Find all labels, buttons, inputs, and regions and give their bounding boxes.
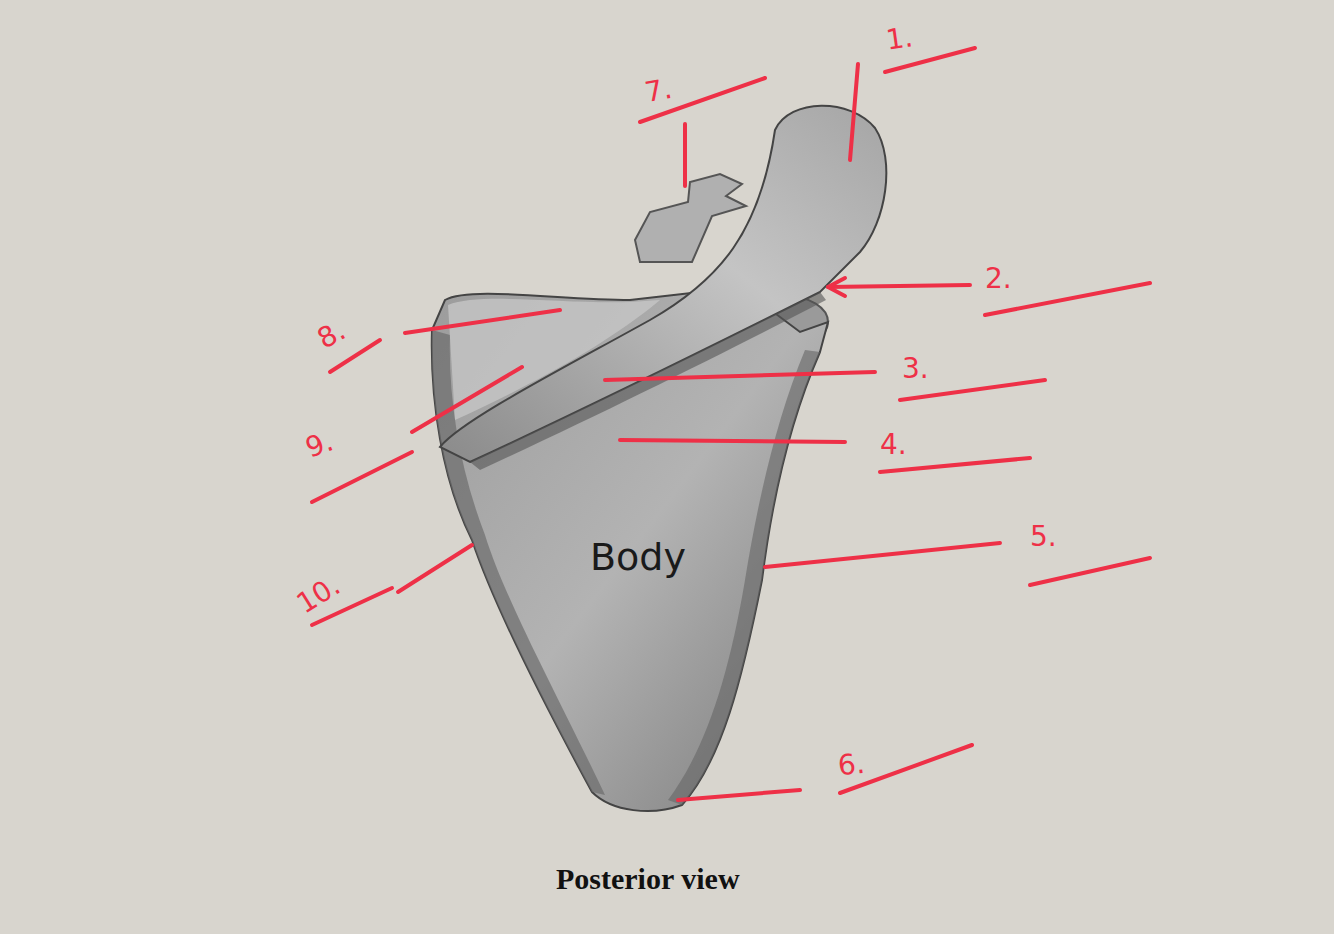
callout-number: 9. (301, 424, 337, 464)
callout-number: 1. (884, 20, 915, 56)
callout-number: 2. (985, 262, 1012, 295)
callout-number: 3. (902, 352, 929, 385)
scapular-spine (440, 106, 886, 462)
callout-number: 8. (312, 314, 351, 356)
figure-caption: Posterior view (556, 862, 740, 896)
leader-lines (312, 48, 1150, 800)
callout-number: 4. (880, 428, 907, 461)
coracoid-process (635, 174, 746, 262)
lateral-border (668, 350, 820, 805)
callout-number: 5. (1030, 520, 1057, 553)
callout-number: 6. (836, 747, 866, 783)
callout-number: 7. (642, 72, 674, 109)
part-label: Body (590, 535, 686, 579)
